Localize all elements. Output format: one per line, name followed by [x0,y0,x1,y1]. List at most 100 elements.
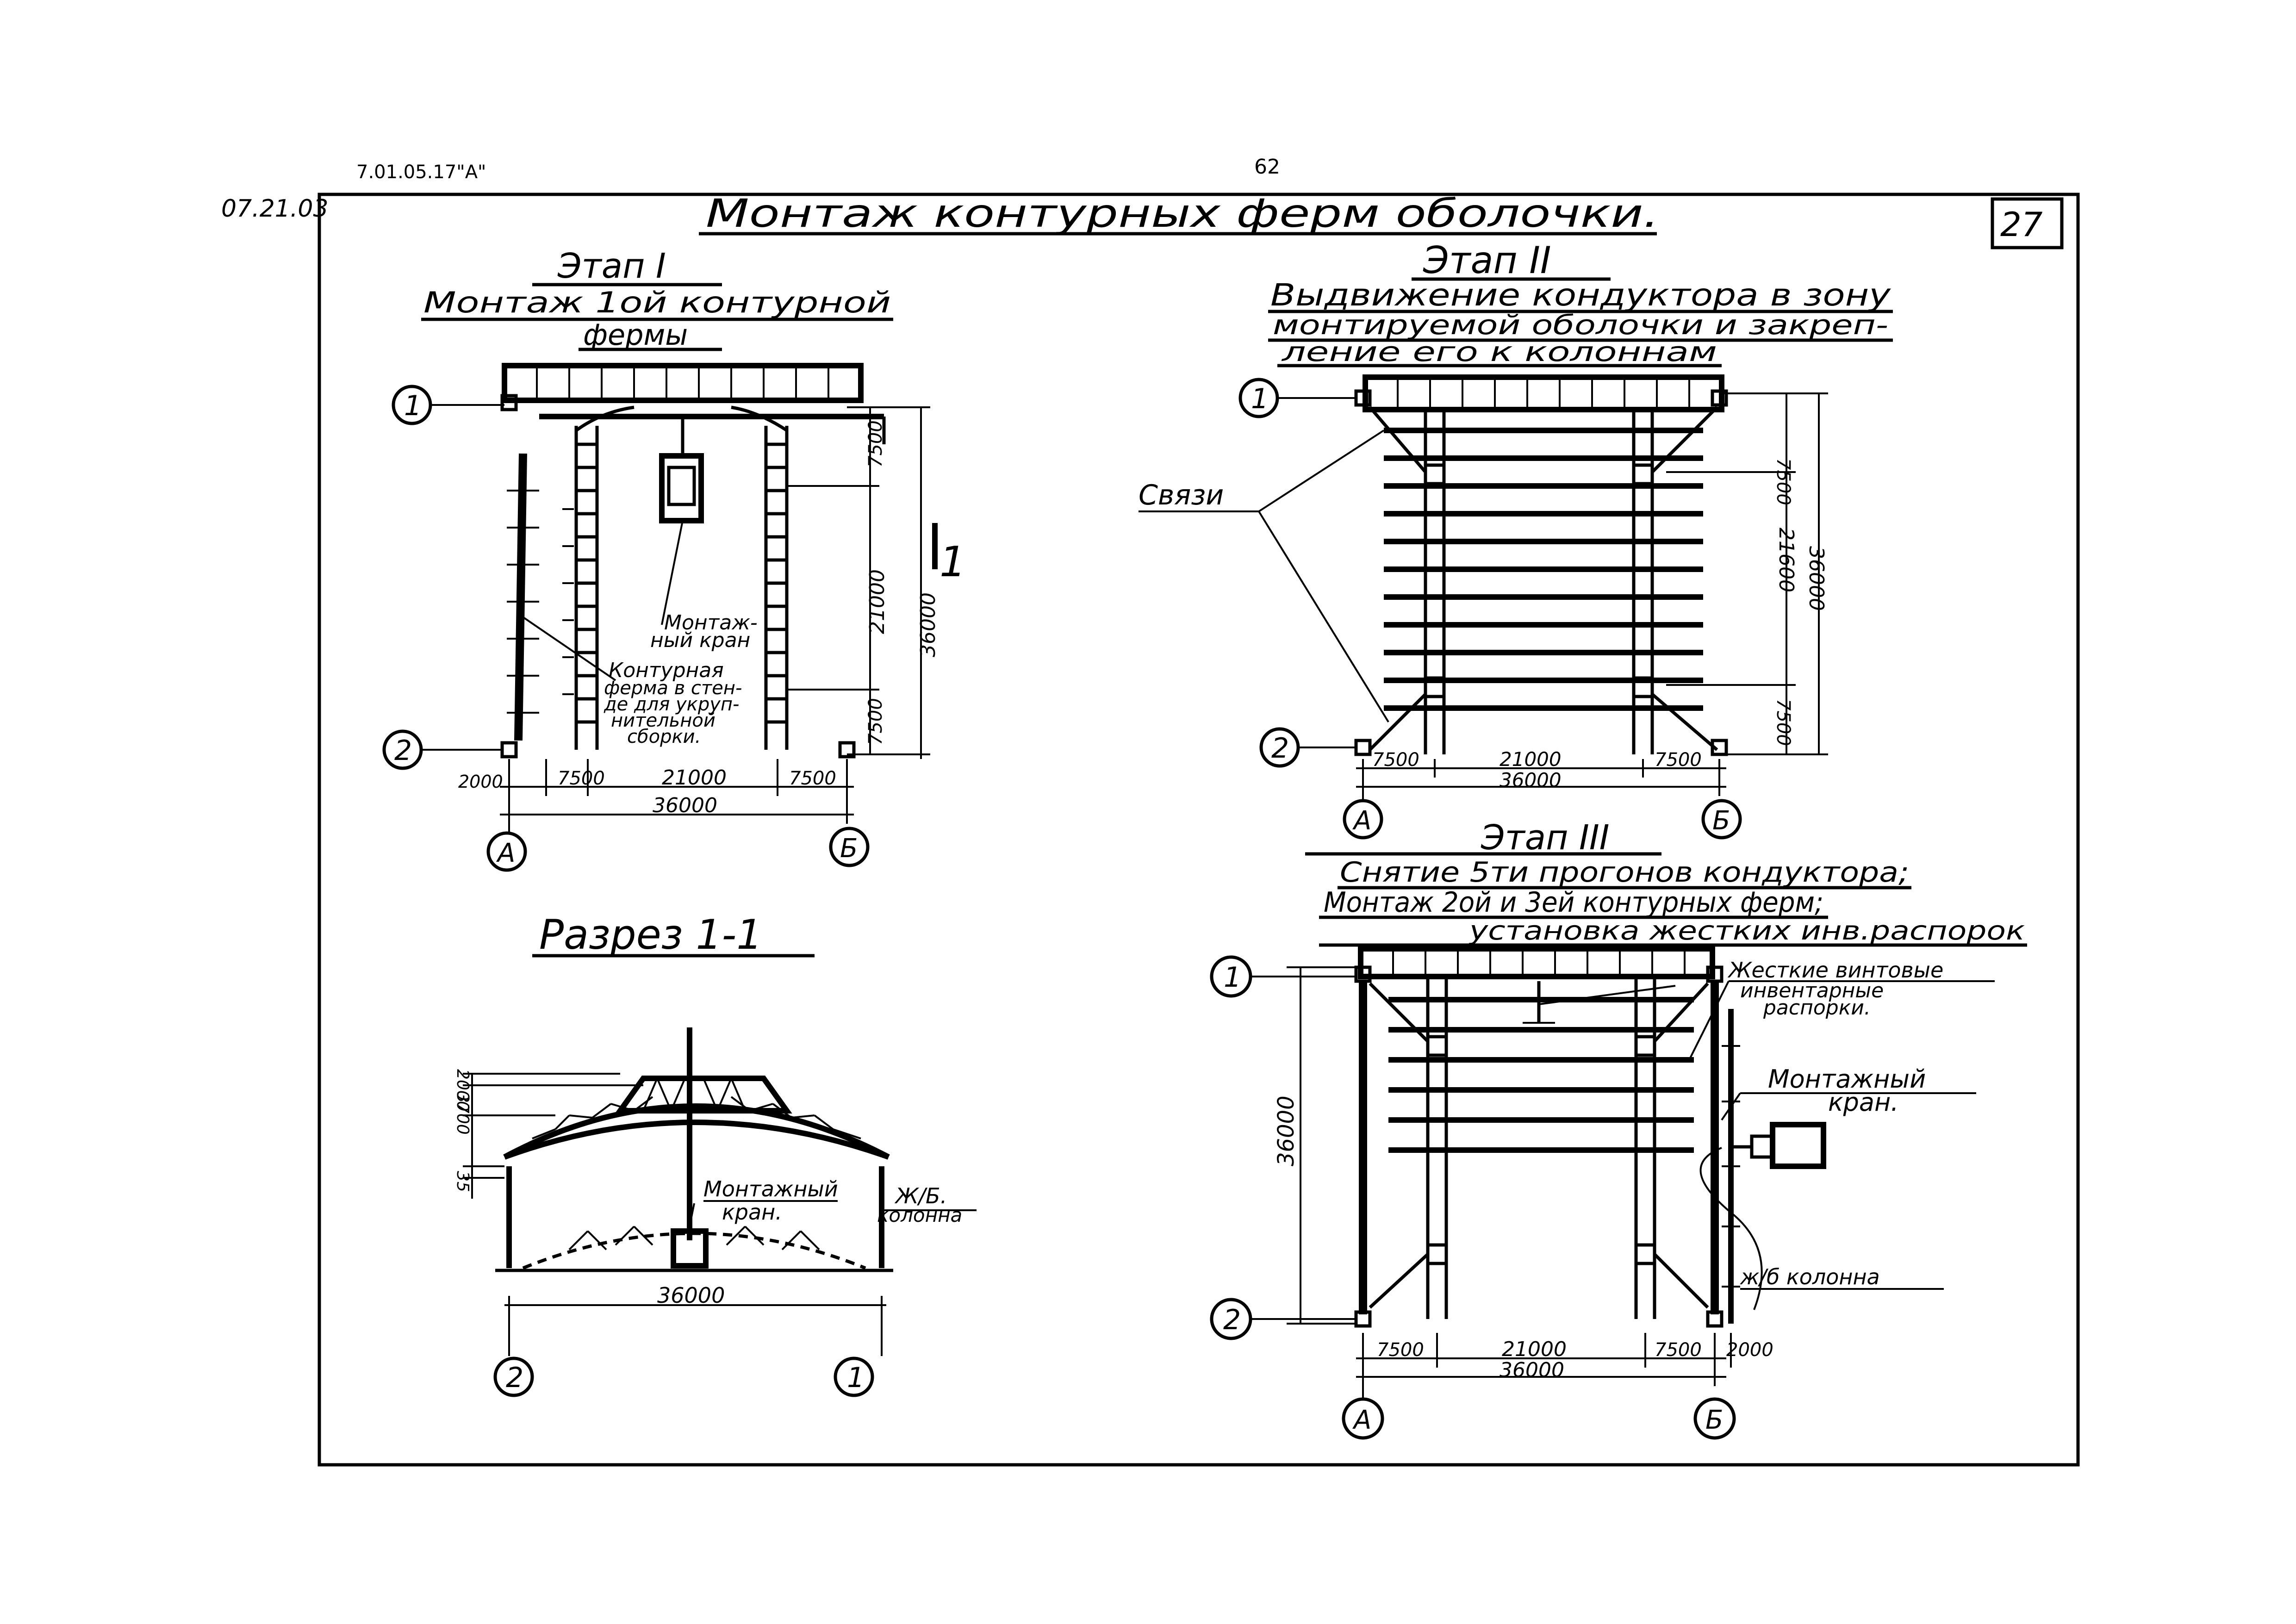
stage3: Этап III Снятие 5ти прогонов кондуктора;… [1210,818,2027,1440]
stage2-dim-v-total: 36000 [1804,546,1828,611]
section-dim-1: 2000 [453,1069,472,1112]
stage1-dim-v-total: 36000 [916,592,940,657]
stage3-axis-b-label: Б [1705,1405,1723,1435]
stage3-heading-3: установка жестких инв.распорок [1468,916,2025,946]
section-dim-span: 36000 [657,1283,725,1308]
stage3-crane-cab [1770,1122,1826,1169]
axis-a-label: А [496,838,515,868]
section-1-1: Разрез 1-1 [453,911,977,1397]
stage1-label: Этап I [557,246,666,286]
stage3-column-label: ж/б колонна [1740,1264,1880,1289]
sheet-number-box [1991,197,2064,249]
axis-1-label: 1 [404,390,422,422]
section-shell-arch [503,1103,890,1160]
links-label: Связи [1139,479,1224,511]
conductor-column-left [574,426,599,750]
axis-2-label: 2 [394,734,412,767]
stage1-heading-2: фермы [583,318,688,352]
stage2-dim-h-b: 7500 [1655,749,1702,771]
stage1-dim-h-left: 2000 [458,772,503,792]
section-top-truss [615,1076,792,1114]
stage3-struts-label-1: Жесткие винтовые [1727,958,1943,983]
sheet-number: 27 [2000,205,2043,244]
stage3-struts-label-2: инвентарные [1740,979,1884,1002]
section-dim-3: 35 [453,1171,472,1192]
section-dim-2: 3700 [453,1092,472,1135]
drawing-frame [317,193,2080,1467]
stage2-dim-h-mid: 21000 [1500,748,1562,771]
stage1-truss-label-3: де для укруп- [604,694,739,715]
stage1-truss-label-2: ферма в стен- [604,678,742,699]
section-crane-label-1: Монтажный [703,1176,838,1201]
axis-a-marker [486,831,527,872]
page-title: Монтаж контурных ферм оболочки. [706,191,1659,236]
conductor-column-right [764,426,789,750]
stage1-dim-h-mid: 21000 [662,766,727,790]
section-column-label-2: колонна [877,1204,962,1226]
stage2-conductor-columns [1424,412,1654,754]
stage3-heading-2: Монтаж 2ой и 3ей контурных ферм; [1324,886,1823,919]
stage2-dim-v-top: 7500 [1773,458,1794,505]
stage3-dim-h-a: 7500 [1377,1339,1424,1361]
stage1-truss-label-1: Контурная [609,659,724,682]
stage2-label: Этап II [1423,239,1551,282]
stage2-axis-1-label: 1 [1251,383,1269,415]
stage2-dim-h-a: 7500 [1372,749,1419,771]
section-axis-1-label: 1 [847,1362,865,1394]
stage2-links [1369,406,1718,751]
stage1-dim-h-b: 7500 [789,768,836,789]
stage2-dim-v-bot: 7500 [1773,699,1794,746]
stage1-dim-v-mid: 21000 [865,569,889,634]
page-number: 62 [1254,155,1280,179]
section-title: Разрез 1-1 [539,911,762,958]
doc-code: 7.01.05.17"А" [356,162,486,183]
stage3-crane-label-1: Монтажный [1768,1064,1926,1094]
stage1-dim-h-total: 36000 [653,794,717,817]
stage2-dim-h-total: 36000 [1500,769,1562,791]
stage3-dim-v-total: 36000 [1273,1095,1299,1166]
stage1: Этап I Монтаж 1ой контурной фермы 1 [382,246,966,872]
section-crane-body [671,1228,709,1269]
stage3-struts [1369,982,1709,1309]
section-crane-label-2: кран. [722,1200,782,1225]
stage1-dim-v-bot: 7500 [865,698,886,745]
stage3-axis-a-label: А [1352,1405,1371,1435]
section-conductor [522,1232,866,1270]
stage1-contour-truss [514,453,527,741]
stage2-axis-b-label: Б [1712,806,1730,836]
stage3-label: Этап III [1481,818,1610,858]
stage3-dim-h-mid: 21000 [1502,1338,1567,1361]
stage1-crane-label-1: Монтаж- [664,611,758,635]
stage2: Этап II Выдвижение кондуктора в зону мон… [1139,239,1893,840]
section-axis-2-label: 2 [506,1362,523,1394]
stage3-purlins [1388,997,1694,1153]
margin-date: 07.21.03 [221,195,329,223]
stage1-truss-label-5: сборки. [627,726,701,747]
stage2-axis-a-label: А [1352,806,1371,836]
conductor-top [502,363,864,403]
stage1-dim-h-a: 7500 [558,768,605,789]
stage1-heading-1: Монтаж 1ой контурной [423,286,891,319]
stage3-conductor-top [1358,946,1715,979]
section-column-label-1: Ж/Б. [894,1183,947,1208]
stage1-crane-label-2: ный кран [650,628,750,652]
stage2-heading-2: монтируемой оболочки и закреп- [1273,309,1888,341]
stage3-crane-label-2: кран. [1828,1088,1898,1117]
section-mark: 1 [940,538,966,586]
stage1-truss-label-4: нительной [611,710,716,731]
stage1-dim-v-top: 7500 [865,420,886,467]
stage2-axis-2-label: 2 [1271,732,1289,765]
stage3-dim-h-total: 36000 [1500,1358,1564,1382]
stage3-axis-2-label: 2 [1223,1304,1241,1336]
stage2-heading-1: Выдвижение кондуктора в зону [1270,277,1891,313]
stage3-dim-h-right: 2000 [1726,1339,1773,1361]
axis-b-marker [829,827,870,867]
stage2-purlins [1384,428,1703,711]
stage2-dim-v-mid: 21600 [1774,528,1798,592]
stage3-dim-h-b: 7500 [1655,1339,1702,1361]
axis-b-label: Б [840,834,858,864]
stage3-axis-1-label: 1 [1224,961,1241,994]
stage2-conductor-top [1363,374,1724,412]
stage3-heading-1: Снятие 5ти прогонов кондуктора; [1340,856,1909,889]
